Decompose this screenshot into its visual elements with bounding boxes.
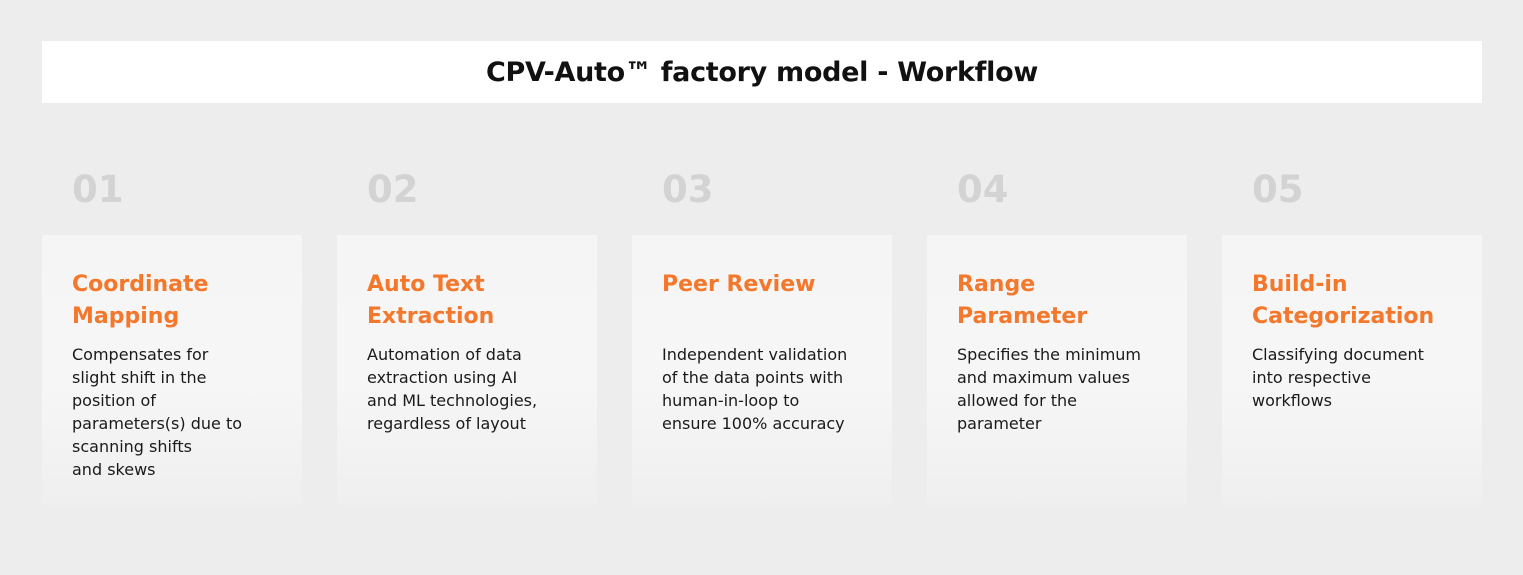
step-title: Range Parameter xyxy=(957,272,1088,329)
step-number: 03 xyxy=(662,168,714,211)
step-card: Coordinate Mapping Compensates for sligh… xyxy=(42,235,302,505)
step-3: 03 Peer Review Independent validation of… xyxy=(632,160,892,505)
step-2: 02 Auto Text Extraction Automation of da… xyxy=(337,160,597,505)
step-description: Specifies the minimum and maximum values… xyxy=(957,345,1142,433)
step-title: Build-in Categorization xyxy=(1252,272,1435,329)
page-title: CPV-Auto™ factory model - Workflow xyxy=(486,56,1038,88)
step-1: 01 Coordinate Mapping Compensates for sl… xyxy=(42,160,302,505)
step-5: 05 Build-in Categorization Classifying d… xyxy=(1222,160,1482,505)
step-description: Compensates for slight shift in the posi… xyxy=(72,345,242,479)
step-title: Auto Text Extraction xyxy=(367,272,495,329)
step-description: Independent validation of the data point… xyxy=(662,345,848,433)
step-title: Coordinate Mapping xyxy=(72,272,209,329)
step-card: Range Parameter Specifies the minimum an… xyxy=(927,235,1187,505)
step-card: Peer Review Independent validation of th… xyxy=(632,235,892,505)
step-number: 02 xyxy=(367,168,419,211)
step-description: Classifying document into respective wor… xyxy=(1252,345,1424,410)
step-description: Automation of data extraction using AI a… xyxy=(367,345,538,433)
step-number: 04 xyxy=(957,168,1009,211)
step-card: Auto Text Extraction Automation of data … xyxy=(337,235,597,505)
step-number: 01 xyxy=(72,168,124,211)
workflow-steps: 01 Coordinate Mapping Compensates for sl… xyxy=(42,160,1482,505)
step-title: Peer Review xyxy=(662,272,816,297)
step-card: Build-in Categorization Classifying docu… xyxy=(1222,235,1482,505)
step-4: 04 Range Parameter Specifies the minimum… xyxy=(927,160,1187,505)
header-banner: CPV-Auto™ factory model - Workflow xyxy=(42,41,1482,103)
step-number: 05 xyxy=(1252,168,1304,211)
